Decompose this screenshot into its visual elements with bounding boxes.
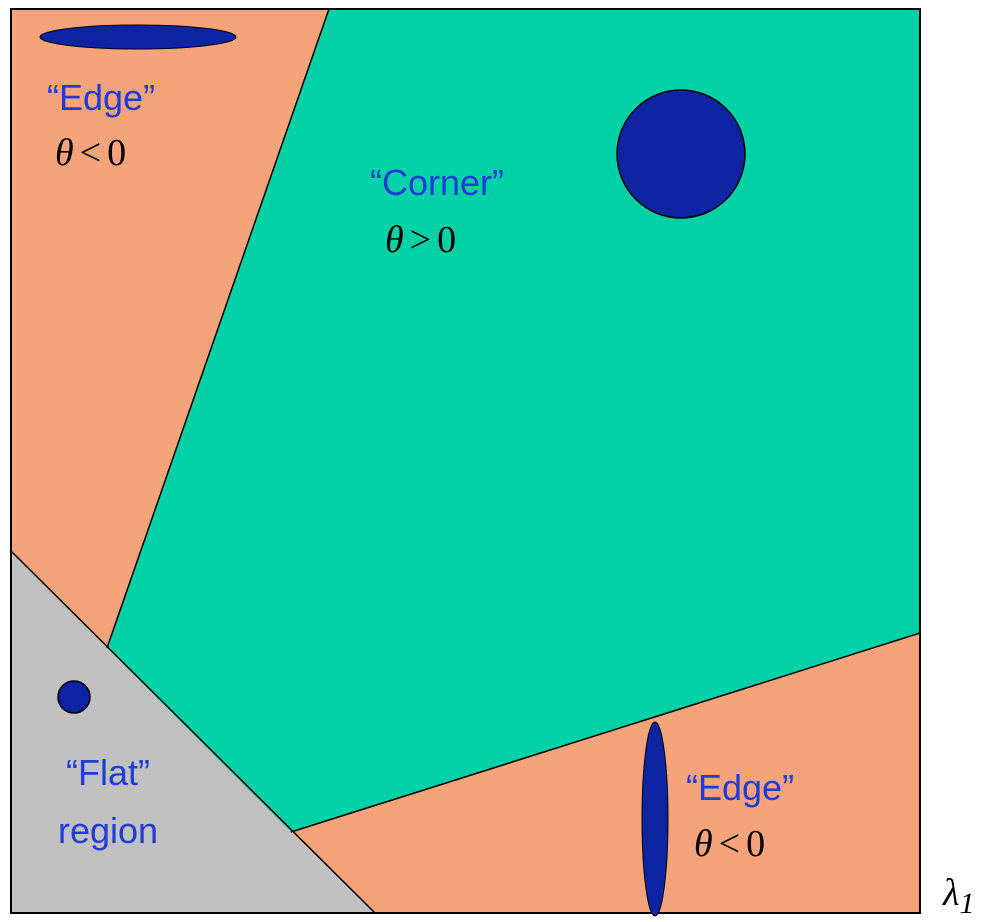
- flat-label-line1: “Flat”: [66, 752, 150, 793]
- edge-region-left: [11, 9, 329, 648]
- edge-horizontal-ellipse: [39, 24, 237, 50]
- corner-label: “Corner”: [370, 162, 504, 203]
- boundary-edge-corner-top: [106, 8, 330, 649]
- edge-bottom-label: “Edge”: [686, 767, 794, 808]
- flat-label-line2: region: [58, 810, 158, 851]
- flat-small-circle: [57, 680, 91, 714]
- edge-region-bottom: [291, 633, 920, 913]
- edge-top-label: “Edge”: [47, 77, 155, 118]
- edge-top-theta-expr: θ<0: [55, 132, 126, 174]
- edge-vertical-ellipse: [641, 721, 669, 917]
- boundary-flat-diagonal: [10, 550, 376, 914]
- flat-region: [11, 551, 375, 913]
- boundary-edge-corner-bottom: [290, 632, 921, 833]
- corner-region: [107, 9, 920, 832]
- corner-large-circle: [616, 89, 746, 219]
- corner-theta-expr: θ>0: [385, 219, 456, 261]
- lambda-axis-label: λ1: [942, 872, 974, 920]
- diagram-frame: [10, 8, 921, 914]
- edge-bottom-theta-expr: θ<0: [694, 823, 765, 865]
